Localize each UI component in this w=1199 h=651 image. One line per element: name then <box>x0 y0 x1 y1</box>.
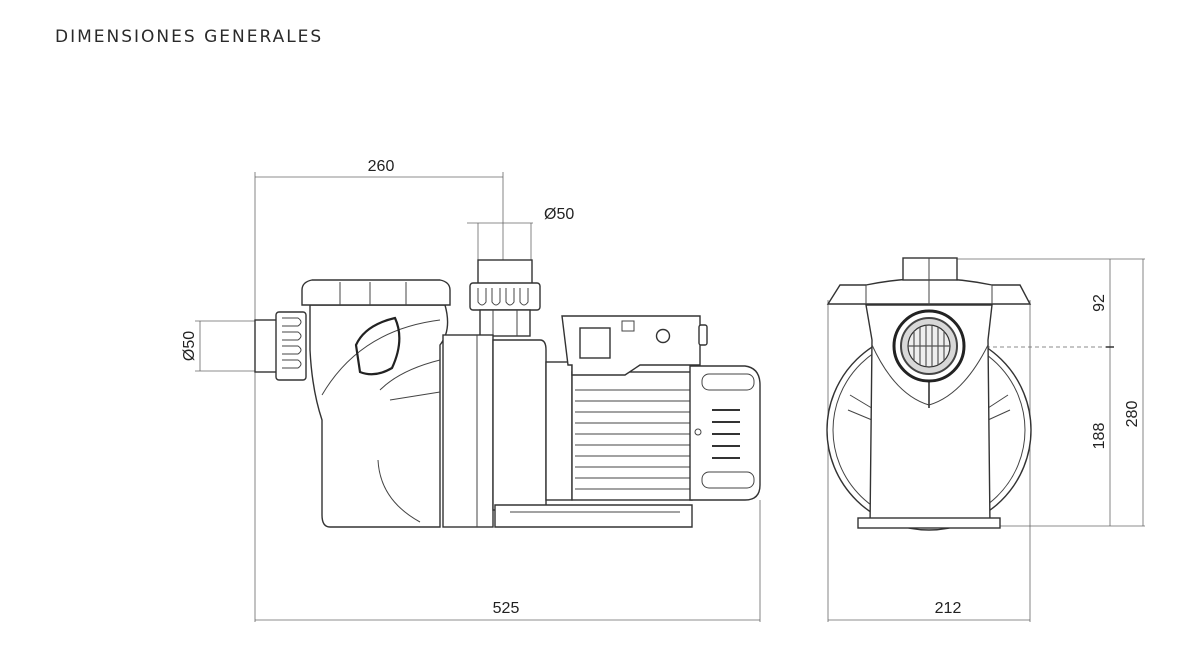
dimension-label-188: 188 <box>1091 423 1108 450</box>
dimension-label-inlet: Ø50 <box>181 331 198 361</box>
pump-base <box>494 504 693 528</box>
outlet-pipe <box>477 259 533 285</box>
page-title: DIMENSIONES GENERALES <box>55 27 324 47</box>
dimension-inlet-diameter: Ø50 <box>181 320 255 372</box>
dimension-heights: 92 188 280 <box>957 258 1145 527</box>
strainer-lid <box>301 279 451 306</box>
strainer-basket-body <box>309 304 449 528</box>
front-base <box>857 517 1001 529</box>
dimension-label-525: 525 <box>493 600 520 617</box>
dimension-label-212: 212 <box>935 600 962 617</box>
dimension-525: 525 <box>255 500 761 622</box>
side-view: 260 Ø50 Ø50 525 <box>181 158 761 622</box>
motor-body <box>571 371 693 501</box>
dimension-label-260: 260 <box>368 158 395 175</box>
pump-flange <box>442 334 494 528</box>
outlet-union-nut <box>469 282 541 311</box>
seal-plate <box>492 339 547 511</box>
motor-adapter <box>545 361 573 501</box>
dimension-label-280: 280 <box>1124 401 1141 428</box>
control-button <box>655 328 671 344</box>
outlet-neck <box>479 309 531 337</box>
cable-gland <box>698 324 708 346</box>
front-view: 212 92 188 280 <box>826 257 1145 622</box>
dimension-212: 212 <box>827 300 1031 622</box>
front-outlet-stub <box>902 257 958 281</box>
display-screen <box>579 327 611 359</box>
dimension-label-outlet: Ø50 <box>544 206 574 223</box>
dimension-outlet-diameter: Ø50 <box>467 206 574 262</box>
lid-handle <box>354 316 401 376</box>
dimension-label-92: 92 <box>1091 294 1108 312</box>
